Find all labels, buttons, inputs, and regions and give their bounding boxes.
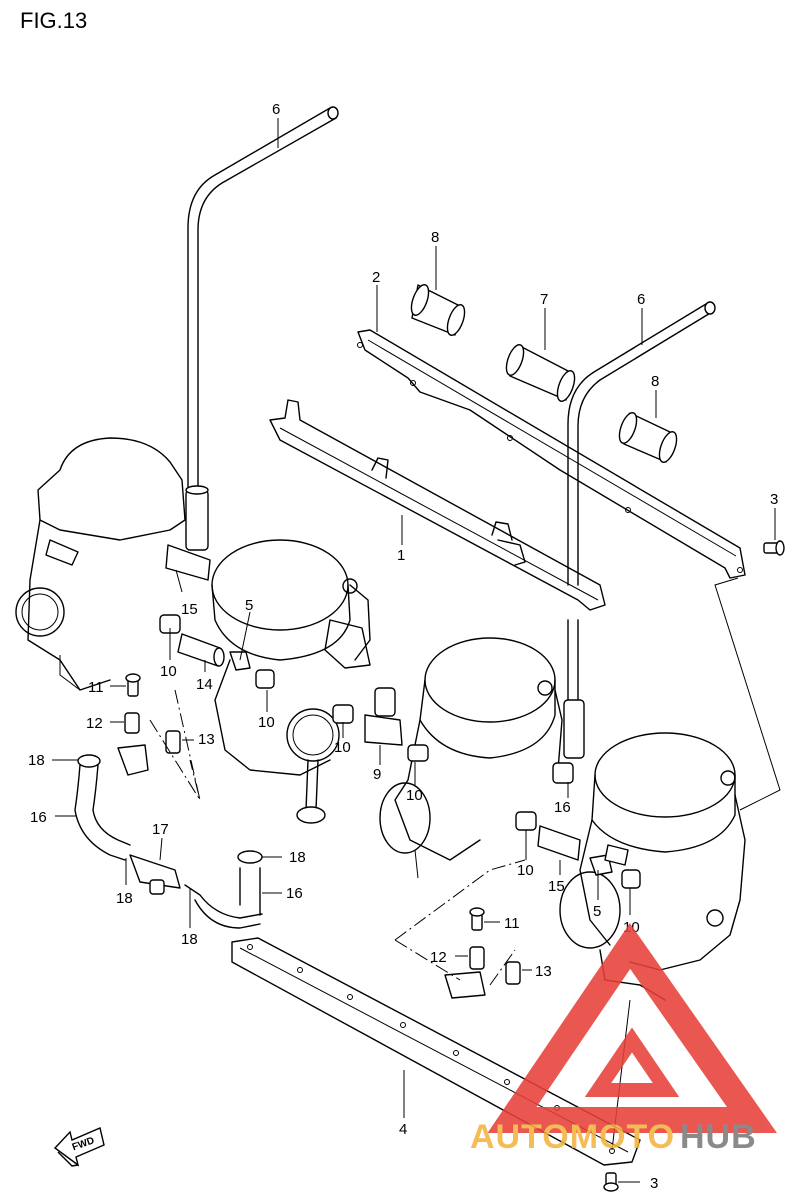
callout-2: 2 xyxy=(372,269,380,286)
fwd-arrow-icon: FWD xyxy=(53,1127,105,1167)
callout-10-c: 10 xyxy=(334,739,351,756)
callout-18-b: 18 xyxy=(116,890,133,907)
leader-lines xyxy=(52,118,776,1183)
hose-assembly-left xyxy=(74,754,263,929)
callout-10-a: 10 xyxy=(160,663,177,680)
spacer-cylinder-part-7 xyxy=(505,344,576,402)
callout-8-upper: 8 xyxy=(431,229,439,246)
callout-3-bottom: 3 xyxy=(650,1175,658,1192)
callout-18-d: 18 xyxy=(181,931,198,948)
callout-17: 17 xyxy=(152,821,169,838)
callout-8-right: 8 xyxy=(651,373,659,390)
callout-15-right: 15 xyxy=(548,878,565,895)
callout-6-right: 6 xyxy=(637,291,645,308)
carburetor-second xyxy=(211,539,371,824)
callout-16-mid: 16 xyxy=(286,885,303,902)
callout-16-left: 16 xyxy=(30,809,47,826)
callout-13-right: 13 xyxy=(535,963,552,980)
callout-12-right: 12 xyxy=(430,949,447,966)
drain-group-left xyxy=(117,673,201,801)
callout-11-right: 11 xyxy=(504,915,520,932)
rod-part-6-right xyxy=(563,301,716,759)
callout-11-left: 11 xyxy=(88,679,104,696)
fuel-joint-right-group xyxy=(515,762,641,889)
carburetor-left xyxy=(15,437,186,691)
rod-part-6-left xyxy=(185,106,339,551)
callout-13-left: 13 xyxy=(198,731,215,748)
bracket-part-1 xyxy=(269,399,606,611)
screw-part-3-top xyxy=(763,540,785,556)
carburetor-third xyxy=(379,637,563,879)
callout-14: 14 xyxy=(196,676,213,693)
callout-1: 1 xyxy=(397,547,405,564)
spacer-cylinder-part-8-right xyxy=(618,412,678,463)
drain-group-right xyxy=(394,859,526,999)
watermark-logo: AUTOMOTO HUB xyxy=(470,923,777,1156)
callout-16-center: 16 xyxy=(554,799,571,816)
callout-5-left: 5 xyxy=(245,597,253,614)
connector-line-right xyxy=(714,577,781,811)
callout-10-d: 10 xyxy=(406,787,423,804)
callout-9: 9 xyxy=(373,766,381,783)
callout-12-left: 12 xyxy=(86,715,103,732)
callout-10-b: 10 xyxy=(258,714,275,731)
spacer-cylinder-part-8-upper xyxy=(410,284,466,336)
callout-4: 4 xyxy=(399,1121,407,1138)
bracket-plate-part-2 xyxy=(357,329,746,579)
callout-10-e: 10 xyxy=(517,862,534,879)
figure-title: FIG.13 xyxy=(20,8,87,33)
callout-18-a: 18 xyxy=(28,752,45,769)
watermark-text-hub: HUB xyxy=(680,1118,757,1156)
callout-5-right: 5 xyxy=(593,903,601,920)
screw-part-3-bottom xyxy=(603,1172,619,1192)
callout-7: 7 xyxy=(540,291,548,308)
watermark-text-automoto: AUTOMOTO xyxy=(470,1118,675,1156)
callout-18-c: 18 xyxy=(289,849,306,866)
callout-6-top: 6 xyxy=(272,101,280,118)
callout-15-left: 15 xyxy=(181,601,198,618)
callout-3-top: 3 xyxy=(770,491,778,508)
fuel-joint-left-group xyxy=(159,544,429,762)
